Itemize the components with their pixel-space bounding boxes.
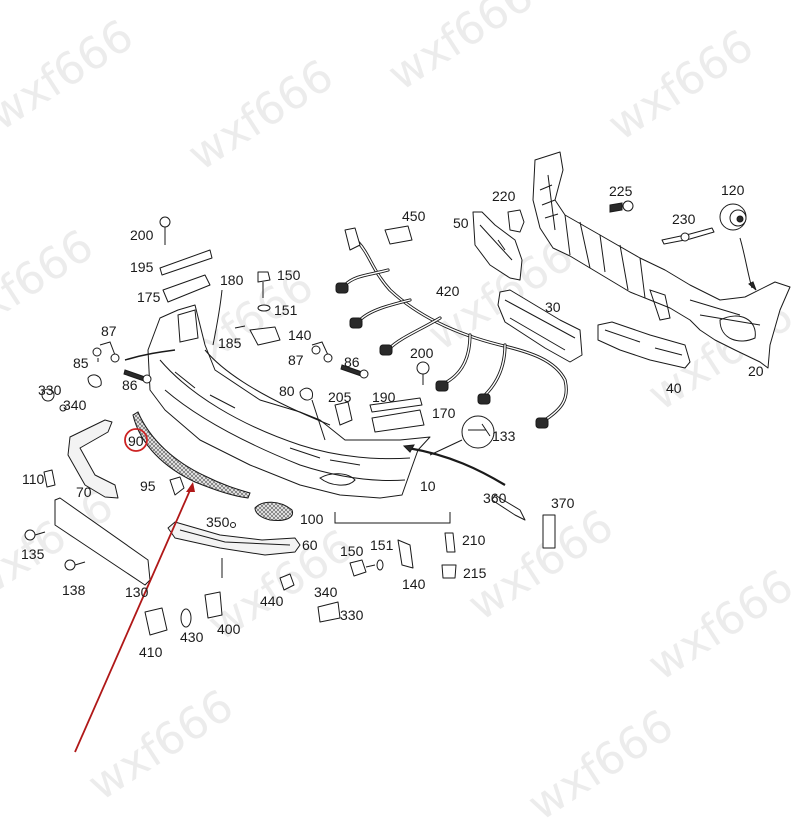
- label-100[interactable]: 100: [300, 511, 324, 527]
- grille-mesh-part: [132, 411, 251, 499]
- drawing: [24, 151, 791, 753]
- label-86[interactable]: 86: [122, 377, 138, 393]
- label-70[interactable]: 70: [76, 484, 92, 500]
- label-40[interactable]: 40: [666, 380, 682, 396]
- label-200[interactable]: 200: [410, 345, 434, 361]
- highlight-arrow-line: [74, 487, 192, 753]
- fasteners: [24, 216, 556, 636]
- bumper-carrier-part: [532, 151, 791, 369]
- highlight-circle: [124, 428, 148, 452]
- label-87[interactable]: 87: [288, 352, 304, 368]
- label-85[interactable]: 85: [73, 355, 89, 371]
- highlight-annotation: [74, 428, 195, 753]
- label-440[interactable]: 440: [260, 593, 284, 609]
- label-151[interactable]: 151: [274, 302, 298, 318]
- horn-part: [719, 203, 757, 291]
- label-138[interactable]: 138: [62, 582, 86, 598]
- label-170[interactable]: 170: [432, 405, 456, 421]
- label-410[interactable]: 410: [139, 644, 163, 660]
- label-130[interactable]: 130: [125, 584, 149, 600]
- label-30[interactable]: 30: [545, 299, 561, 315]
- label-400[interactable]: 400: [217, 621, 241, 637]
- label-150[interactable]: 150: [277, 267, 301, 283]
- label-140[interactable]: 140: [402, 576, 426, 592]
- license-plate-bracket-part: [54, 497, 151, 586]
- label-340[interactable]: 340: [63, 397, 87, 413]
- label-133[interactable]: 133: [492, 428, 516, 444]
- label-86[interactable]: 86: [344, 354, 360, 370]
- label-50[interactable]: 50: [453, 215, 469, 231]
- label-430[interactable]: 430: [180, 629, 204, 645]
- label-140[interactable]: 140: [288, 327, 312, 343]
- label-135[interactable]: 135: [21, 546, 45, 562]
- screw-225-part: [609, 200, 634, 213]
- clip-220-part: [507, 209, 525, 233]
- label-230[interactable]: 230: [672, 211, 696, 227]
- left-trim-part: [67, 419, 119, 499]
- label-10[interactable]: 10: [420, 478, 436, 494]
- label-90-highlighted[interactable]: 90: [128, 433, 144, 449]
- label-180[interactable]: 180: [220, 272, 244, 288]
- label-60[interactable]: 60: [302, 537, 318, 553]
- label-110[interactable]: 110: [22, 471, 45, 487]
- highlight-arrow-head: [186, 482, 195, 492]
- label-205[interactable]: 205: [328, 389, 352, 405]
- energy-absorber-part: [497, 289, 583, 363]
- pin-230-part: [661, 227, 715, 245]
- label-360[interactable]: 360: [483, 490, 507, 506]
- label-20[interactable]: 20: [748, 363, 764, 379]
- label-210[interactable]: 210: [462, 532, 486, 548]
- label-350[interactable]: 350: [206, 514, 230, 530]
- label-195[interactable]: 195: [130, 259, 154, 275]
- label-200[interactable]: 200: [130, 227, 154, 243]
- label-340[interactable]: 340: [314, 584, 338, 600]
- control-module-part: [384, 225, 413, 245]
- label-185[interactable]: 185: [218, 335, 242, 351]
- label-220[interactable]: 220: [492, 188, 516, 204]
- lower-support-part: [597, 321, 691, 369]
- label-80[interactable]: 80: [279, 383, 295, 399]
- wiring-harness-part: [335, 227, 568, 429]
- label-420[interactable]: 420: [436, 283, 460, 299]
- label-215[interactable]: 215: [463, 565, 487, 581]
- label-151[interactable]: 151: [370, 537, 394, 553]
- label-175[interactable]: 175: [137, 289, 161, 305]
- label-370[interactable]: 370: [551, 495, 575, 511]
- label-330[interactable]: 330: [38, 382, 62, 398]
- label-150[interactable]: 150: [340, 543, 364, 559]
- label-225[interactable]: 225: [609, 183, 633, 199]
- label-330[interactable]: 330: [340, 607, 364, 623]
- side-bracket-part: [472, 211, 523, 281]
- fog-lamp-cover-part: [254, 501, 294, 521]
- label-95[interactable]: 95: [140, 478, 156, 494]
- label-190[interactable]: 190: [372, 389, 396, 405]
- label-450[interactable]: 450: [402, 208, 426, 224]
- label-120[interactable]: 120: [721, 182, 745, 198]
- right-trim-part: [167, 521, 301, 556]
- label-87[interactable]: 87: [101, 323, 117, 339]
